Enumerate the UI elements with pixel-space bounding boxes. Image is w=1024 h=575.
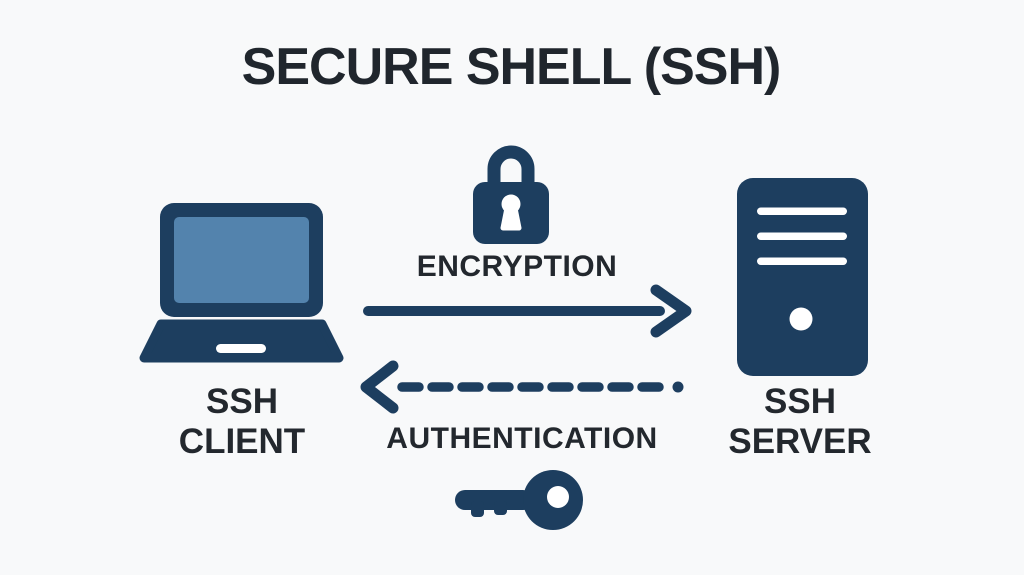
padlock-icon: [473, 145, 549, 244]
keyhole-stem: [500, 205, 522, 231]
laptop-icon: [139, 203, 344, 363]
server-power-dot: [789, 307, 813, 331]
authentication-label: AUTHENTICATION: [386, 422, 658, 455]
key-icon: [455, 470, 583, 530]
server-vent-line: [757, 207, 847, 215]
encryption-label: ENCRYPTION: [416, 250, 618, 283]
server-label-line1: SSH: [764, 382, 836, 421]
laptop-trackpad-slot: [216, 344, 266, 353]
laptop-base: [139, 319, 344, 363]
client-label-line2: CLIENT: [178, 422, 306, 461]
diagram-title: SECURE SHELL (SSH): [241, 38, 782, 96]
server-body: [737, 178, 868, 376]
laptop-screen: [174, 217, 309, 303]
arrow-head-right: [650, 284, 692, 338]
client-label: SSH CLIENT: [179, 382, 305, 462]
server-vent-line: [757, 232, 847, 240]
server-vent-line: [757, 257, 847, 265]
arrow-dash-dot: [672, 381, 684, 393]
server-label: SSH SERVER: [728, 382, 871, 462]
padlock-shackle: [487, 145, 535, 193]
key-head-hole: [547, 486, 569, 508]
arrow-head-left: [360, 360, 399, 414]
client-label-line1: SSH: [206, 382, 278, 421]
authentication-arrow-left: [360, 360, 684, 414]
key-tooth: [471, 501, 484, 517]
server-tower-icon: [737, 178, 868, 376]
key-tooth: [494, 501, 507, 515]
encryption-arrow-right: [363, 284, 692, 338]
server-label-line2: SERVER: [728, 422, 872, 461]
